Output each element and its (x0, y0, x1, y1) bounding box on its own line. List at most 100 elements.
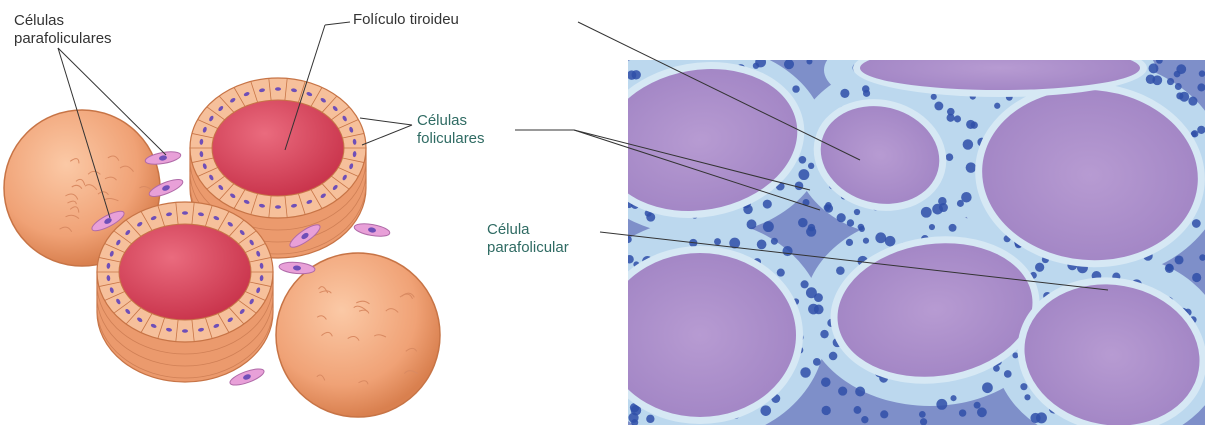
cell-nucleus (974, 402, 981, 409)
cell-nucleus (632, 70, 641, 79)
cell-nucleus (824, 204, 831, 211)
cell-nucleus (861, 416, 868, 423)
cell-nucleus (919, 411, 926, 418)
cell-nucleus (1165, 264, 1174, 273)
cell-nucleus (950, 395, 956, 401)
cell-nucleus (753, 63, 759, 69)
cell-nucleus (932, 204, 943, 215)
cell-nucleus (863, 238, 869, 244)
colloid-lumen (604, 253, 796, 417)
cell-nucleus (829, 352, 838, 361)
follicular-cell-nucleus (182, 211, 188, 215)
cell-nucleus (982, 382, 993, 393)
leader-thyroid-follicle-a (325, 22, 350, 25)
cell-nucleus (963, 139, 973, 149)
cell-nucleus (959, 409, 966, 416)
cell-nucleus (799, 156, 807, 164)
cell-nucleus (1175, 83, 1182, 90)
cell-nucleus (947, 114, 955, 122)
cell-nucleus (801, 280, 809, 288)
label-follicular-cells: Células foliculares (417, 112, 485, 148)
cell-nucleus (862, 85, 870, 93)
cell-nucleus (1012, 352, 1018, 358)
cell-nucleus (921, 207, 932, 218)
cell-nucleus (847, 219, 854, 226)
cell-nucleus (760, 405, 771, 416)
cell-nucleus (798, 169, 809, 180)
cell-nucleus (977, 407, 987, 417)
cell-nucleus (1179, 92, 1189, 102)
follicular-cell-nucleus (275, 205, 281, 209)
cell-nucleus (875, 232, 886, 243)
parafollicular-cell (279, 261, 316, 275)
cell-nucleus (1152, 75, 1162, 85)
parafollicular-cell (353, 221, 390, 238)
label-parafollicular-cell: Célula parafolicular (487, 221, 569, 257)
cell-nucleus (838, 387, 847, 396)
cell-nucleus (1199, 70, 1205, 77)
cell-nucleus (777, 269, 785, 277)
cell-nucleus (971, 122, 978, 129)
cell-nucleus (747, 219, 757, 229)
cell-nucleus (795, 182, 804, 191)
cell-nucleus (1167, 78, 1174, 85)
cell-nucleus (859, 226, 865, 232)
cell-nucleus (763, 221, 774, 232)
cell-nucleus (929, 224, 935, 230)
cell-nucleus (885, 236, 896, 247)
cell-nucleus (934, 102, 943, 111)
cell-nucleus (820, 330, 828, 338)
cell-nucleus (806, 59, 812, 65)
cell-nucleus (949, 224, 957, 232)
cell-nucleus (714, 238, 721, 245)
label-thyroid-follicle: Folículo tiroideu (353, 11, 459, 29)
cell-nucleus (1035, 263, 1044, 272)
cell-nucleus (625, 236, 632, 243)
cell-nucleus (957, 200, 964, 207)
cell-nucleus (1024, 394, 1030, 400)
cell-nucleus (931, 94, 937, 100)
follicle-cut (97, 202, 273, 382)
cell-nucleus (840, 89, 849, 98)
follicle-sphere (276, 253, 440, 417)
cell-nucleus (1175, 255, 1184, 264)
cell-nucleus (1004, 370, 1012, 378)
cell-nucleus (806, 227, 816, 237)
cell-nucleus (1192, 219, 1201, 228)
cell-nucleus (771, 238, 778, 245)
cell-nucleus (936, 399, 947, 410)
histology-micrograph (574, 19, 1205, 425)
cell-nucleus (798, 218, 808, 228)
colloid-lumen (860, 46, 1140, 90)
cell-nucleus (625, 255, 633, 263)
leader-follicular-left-a (360, 118, 412, 125)
cell-nucleus (792, 85, 799, 92)
cell-nucleus (846, 239, 853, 246)
cell-nucleus (646, 415, 654, 423)
cell-nucleus (836, 266, 845, 275)
cell-nucleus (854, 209, 860, 215)
cell-nucleus (1188, 97, 1197, 106)
cell-nucleus (966, 162, 977, 173)
cell-nucleus (954, 115, 961, 122)
cell-nucleus (1192, 273, 1201, 282)
cell-nucleus (855, 386, 865, 396)
leader-follicular-left-b (362, 125, 412, 145)
cell-nucleus (837, 213, 846, 222)
cell-nucleus (946, 153, 954, 161)
follicular-cell-nucleus (182, 329, 188, 333)
cell-nucleus (757, 240, 767, 250)
cell-nucleus (1156, 57, 1163, 64)
cell-nucleus (808, 163, 814, 169)
label-parafollicular-cells: Células parafoliculares (14, 12, 112, 48)
follicular-cell-nucleus (275, 87, 281, 91)
cell-nucleus (994, 103, 1000, 109)
cell-nucleus (814, 293, 823, 302)
cell-nucleus (822, 406, 831, 415)
cell-nucleus (808, 304, 819, 315)
cell-nucleus (628, 413, 638, 423)
cell-nucleus (784, 59, 794, 69)
follicle-illustration (4, 78, 440, 417)
